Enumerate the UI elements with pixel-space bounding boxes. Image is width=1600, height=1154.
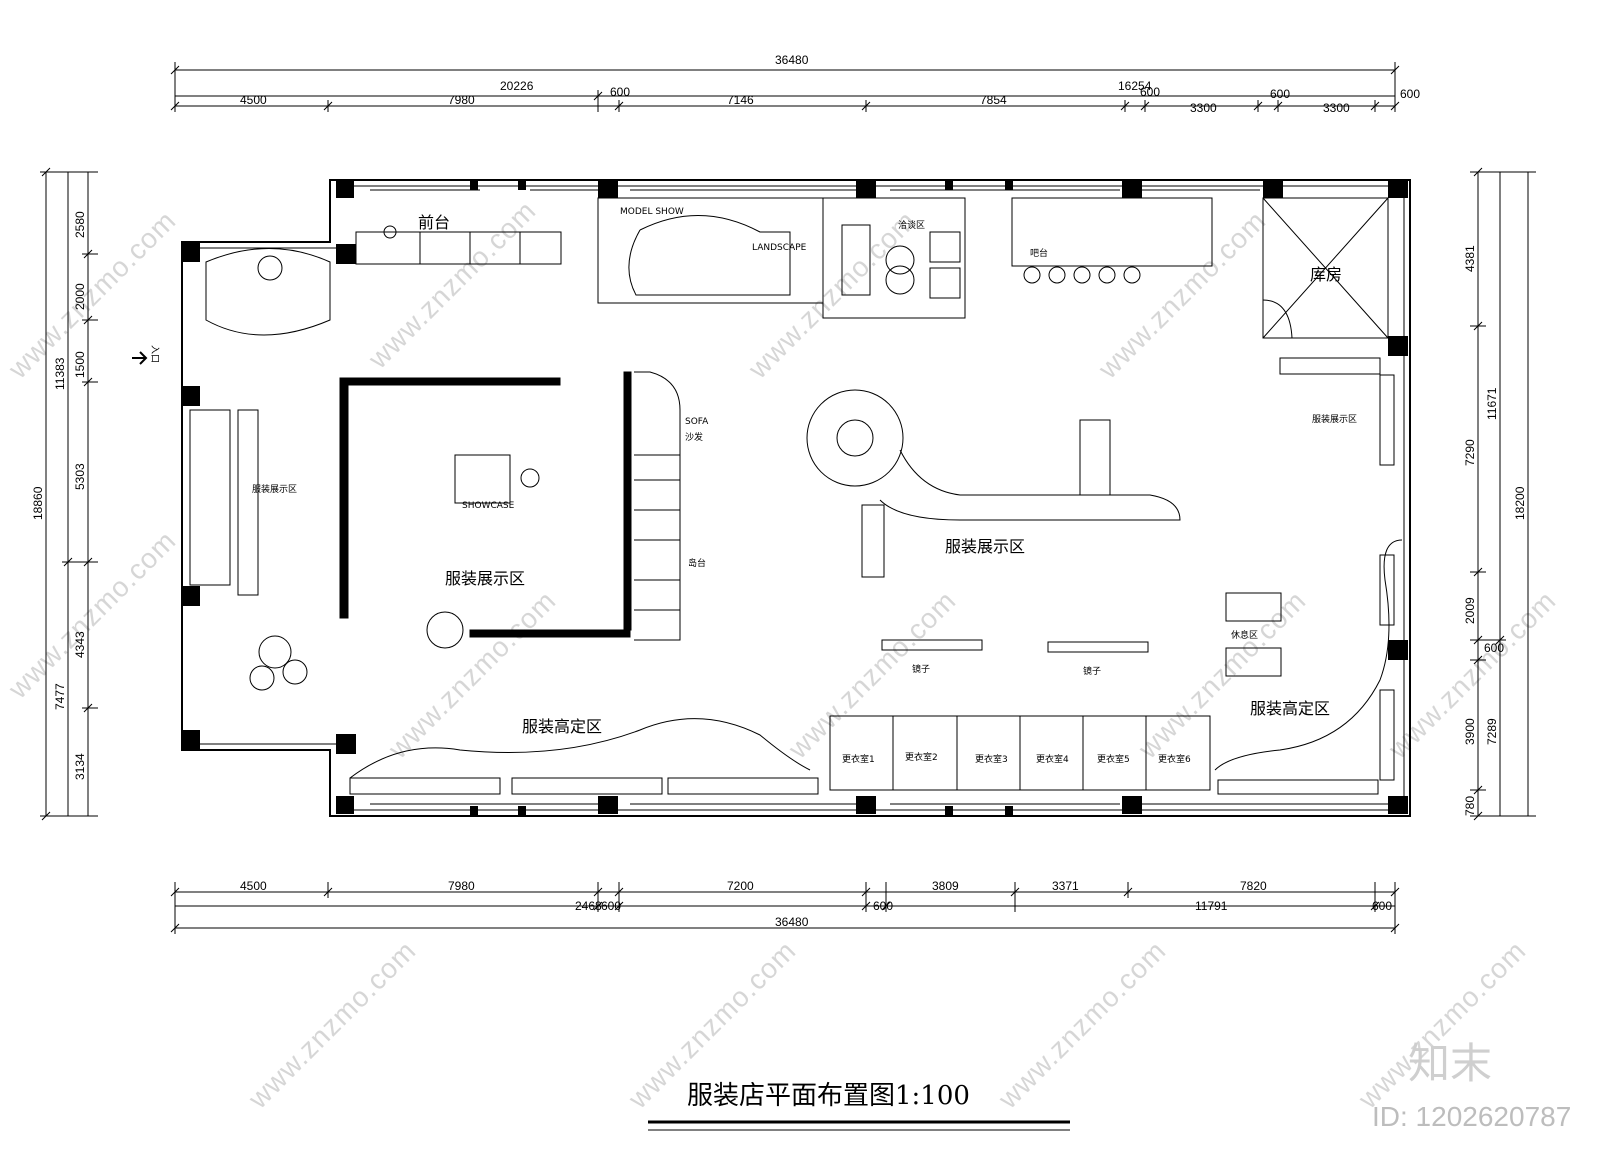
dim-left-seg-1: 2000 [73,283,87,310]
bottom-dimension-labels: 4500 7980 7200 3809 3371 7820 2468 600 6… [240,879,1392,929]
label-model-show: MODEL SHOW [620,207,684,217]
watermark-logo: 知末 [1408,1039,1492,1088]
dim-top-seg-7: 600 [1270,87,1290,101]
label-negotiation: 洽谈区 [898,219,925,231]
dim-bottom-seg-0: 4500 [240,879,267,893]
dim-top-right: 16254 [1118,79,1152,93]
top-dimensions [170,62,1400,112]
label-fitting-3: 更衣室3 [975,753,1008,765]
label-rest: 休息区 [1231,629,1258,641]
label-fitting-2: 更衣室2 [905,751,938,763]
dim-left-total: 18860 [31,486,45,520]
label-showcase: SHOWCASE [462,501,515,511]
zone-labels: 前台 洽谈区 吧台 库房 服装展示区 服装展示区 服装展示区 服装展示区 SOF… [149,207,1357,765]
label-storage: 库房 [1310,265,1342,284]
label-fitting-4: 更衣室4 [1036,753,1069,765]
dim-right-seg-2: 2009 [1463,597,1477,624]
watermark-site-6: www.znzmo.com [382,585,562,765]
dim-bottom-seg-3: 3809 [932,879,959,893]
dim-right-seg-0: 4381 [1463,245,1477,272]
label-custom-left: 服装高定区 [522,717,602,736]
dim-right-seg-4: 3900 [1463,718,1477,745]
right-dimensions [1470,167,1536,821]
dim-top-seg-5: 600 [1140,85,1160,99]
dim-top-seg-3: 7146 [727,93,754,107]
dim-right-total: 18200 [1513,486,1527,520]
dim-left-seg-2: 1500 [73,351,87,378]
top-dimension-labels: 36480 20226 16254 4500 7980 600 7146 785… [240,53,1420,115]
dim-bottom-seg-1: 7980 [448,879,475,893]
left-dimensions [40,167,98,821]
dim-right-seg-1: 7290 [1463,439,1477,466]
dim-bottom-mid-3: 11791 [1195,899,1228,913]
label-entrance: 入口 [149,345,160,363]
dim-bottom-mid-0: 2468 [575,899,602,913]
drawing-title-block: 服装店平面布置图1:100 [648,1081,1070,1131]
dim-left-seg-5: 3134 [73,753,87,780]
interior-furniture [132,197,1403,795]
dim-top-seg-1: 7980 [448,93,475,107]
label-mirror-1: 镜子 [912,663,930,675]
dim-right-group-2: 7289 [1485,718,1499,745]
dim-left-seg-3: 5303 [73,463,87,490]
dim-left-seg-0: 2580 [73,211,87,238]
watermark-site-12: www.znzmo.com [992,935,1172,1115]
right-dimension-labels: 18200 11671 7289 4381 7290 2009 600 3900… [1463,245,1527,816]
dim-left-group-1: 11383 [53,357,67,390]
label-display-right: 服装展示区 [945,537,1025,556]
watermark-site-10: www.znzmo.com [242,935,422,1115]
dim-left-seg-4: 4343 [73,631,87,658]
label-sofa-en: SOFA [685,417,709,427]
dim-bottom-mid-1: 600 [601,899,621,913]
label-sofa-cn: 沙发 [685,431,703,443]
watermark-site-5: www.znzmo.com [2,525,182,705]
structural-columns [182,180,1408,816]
label-display-left: 服装展示区 [252,483,297,495]
walls [181,179,1411,817]
label-display-center: 服装展示区 [445,569,525,588]
dim-top-seg-8: 3300 [1323,101,1350,115]
drawing-title: 服装店平面布置图1:100 [687,1081,970,1111]
dim-bottom-mid-2: 600 [873,899,893,913]
label-fitting-1: 更衣室1 [842,753,875,765]
dim-top-seg-9: 600 [1400,87,1420,101]
watermark-layer: www.znzmo.com www.znzmo.com www.znzmo.co… [2,195,1572,1132]
dim-top-seg-2: 600 [610,85,630,99]
dim-bottom-seg-4: 3371 [1052,879,1079,893]
label-landscape: LANDSCAPE [752,243,807,253]
bottom-dimensions [170,882,1400,934]
watermark-site-7: www.znzmo.com [782,585,962,765]
dim-top-seg-0: 4500 [240,93,267,107]
dim-top-seg-6: 3300 [1190,101,1217,115]
dim-bottom-total: 36480 [775,915,809,929]
dim-left-group-2: 7477 [53,683,67,710]
watermark-id: ID: 1202620787 [1372,1101,1571,1132]
label-bar: 吧台 [1030,247,1048,259]
dim-bottom-mid-4: 600 [1372,899,1392,913]
watermark-site-4: www.znzmo.com [1092,205,1272,385]
label-reception: 前台 [418,213,450,232]
label-fitting-5: 更衣室5 [1097,753,1130,765]
watermark-site-2: www.znzmo.com [362,195,542,375]
dim-top-seg-4: 7854 [980,93,1007,107]
dim-bottom-seg-5: 7820 [1240,879,1267,893]
left-dimension-labels: 18860 11383 7477 2580 2000 1500 5303 434… [31,211,87,780]
label-island: 岛台 [688,557,706,569]
label-display-right-top: 服装展示区 [1312,413,1357,425]
label-fitting-6: 更衣室6 [1158,753,1191,765]
dim-right-group-1: 11671 [1485,387,1499,420]
dim-top-left: 20226 [500,79,534,93]
dim-right-seg-3: 600 [1484,641,1504,655]
label-custom-right: 服装高定区 [1250,699,1330,718]
watermark-site-8: www.znzmo.com [1132,585,1312,765]
dim-bottom-seg-2: 7200 [727,879,754,893]
dim-top-total: 36480 [775,53,809,67]
dim-right-seg-5: 780 [1463,796,1477,816]
label-mirror-2: 镜子 [1083,665,1101,677]
